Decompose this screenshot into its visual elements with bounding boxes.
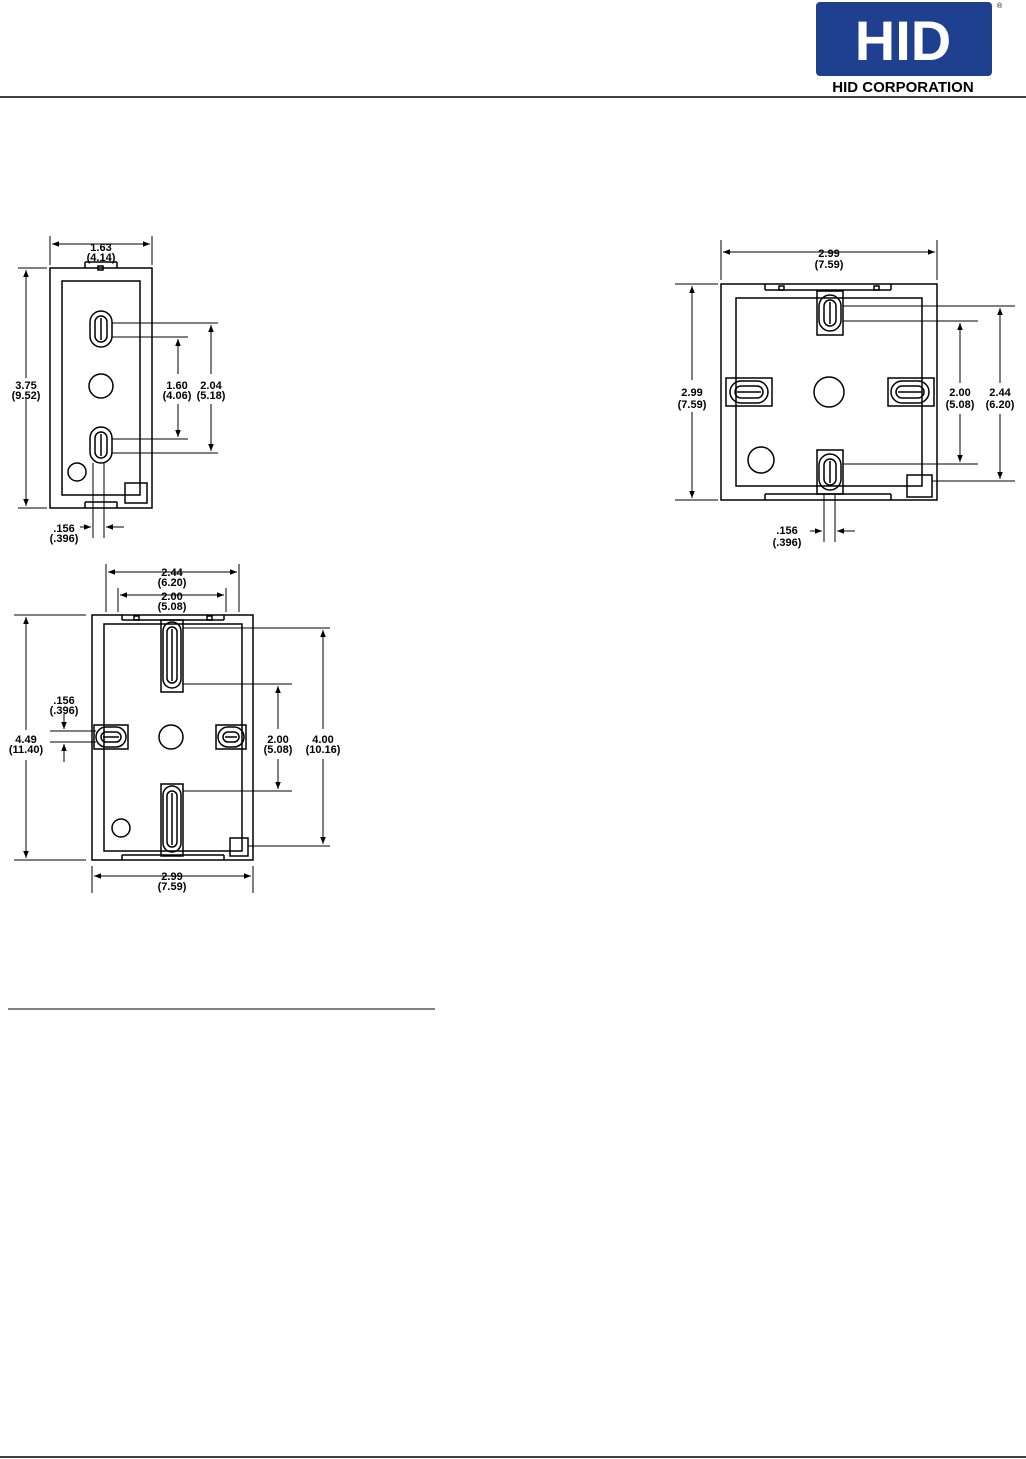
logo-text: HID — [855, 9, 951, 72]
large-width-cm: (7.59) — [158, 881, 187, 893]
drawing-large-box — [92, 615, 253, 860]
small-offset-cm: (.396) — [50, 533, 79, 545]
square-inner-spacing: 2.00 — [949, 387, 970, 399]
small-outer-spacing-cm: (5.18) — [197, 390, 226, 402]
labels-small-box: 1.63 (4.14) 3.75 (9.52) 1.60 (4.06) 2.04… — [12, 242, 226, 545]
small-inner-spacing-cm: (4.06) — [163, 390, 192, 402]
registered-mark: ® — [997, 2, 1003, 10]
square-height: 2.99 — [681, 387, 702, 399]
square-offset: .156 — [776, 525, 797, 537]
labels-large-box: 2.44 (6.20) 2.00 (5.08) .156 (.396) 4.49… — [9, 567, 341, 893]
large-mid-spacing-cm: (5.08) — [264, 744, 293, 756]
large-top-inner-cm: (5.08) — [158, 601, 187, 613]
large-top-outer-cm: (6.20) — [158, 577, 187, 589]
company-name: HID CORPORATION — [832, 79, 973, 96]
labels-square-box: 2.99 (7.59) 2.99 (7.59) 2.00 (5.08) 2.44… — [678, 248, 1015, 549]
large-outer-spacing-cm: (10.16) — [306, 744, 341, 756]
square-outer-spacing-cm: (6.20) — [986, 399, 1015, 411]
large-offset-cm: (.396) — [50, 705, 79, 717]
large-height-cm: (11.40) — [9, 744, 44, 756]
square-offset-cm: (.396) — [773, 537, 802, 549]
square-height-cm: (7.59) — [678, 399, 707, 411]
small-height-cm: (9.52) — [12, 390, 41, 402]
square-inner-spacing-cm: (5.08) — [946, 399, 975, 411]
square-width-cm: (7.59) — [815, 259, 844, 271]
hid-logo: HID ® — [816, 2, 1003, 76]
drawing-small-box — [50, 262, 152, 508]
square-outer-spacing: 2.44 — [989, 387, 1011, 399]
drawing-square-box — [721, 284, 937, 500]
small-width-cm: (4.14) — [87, 252, 116, 264]
